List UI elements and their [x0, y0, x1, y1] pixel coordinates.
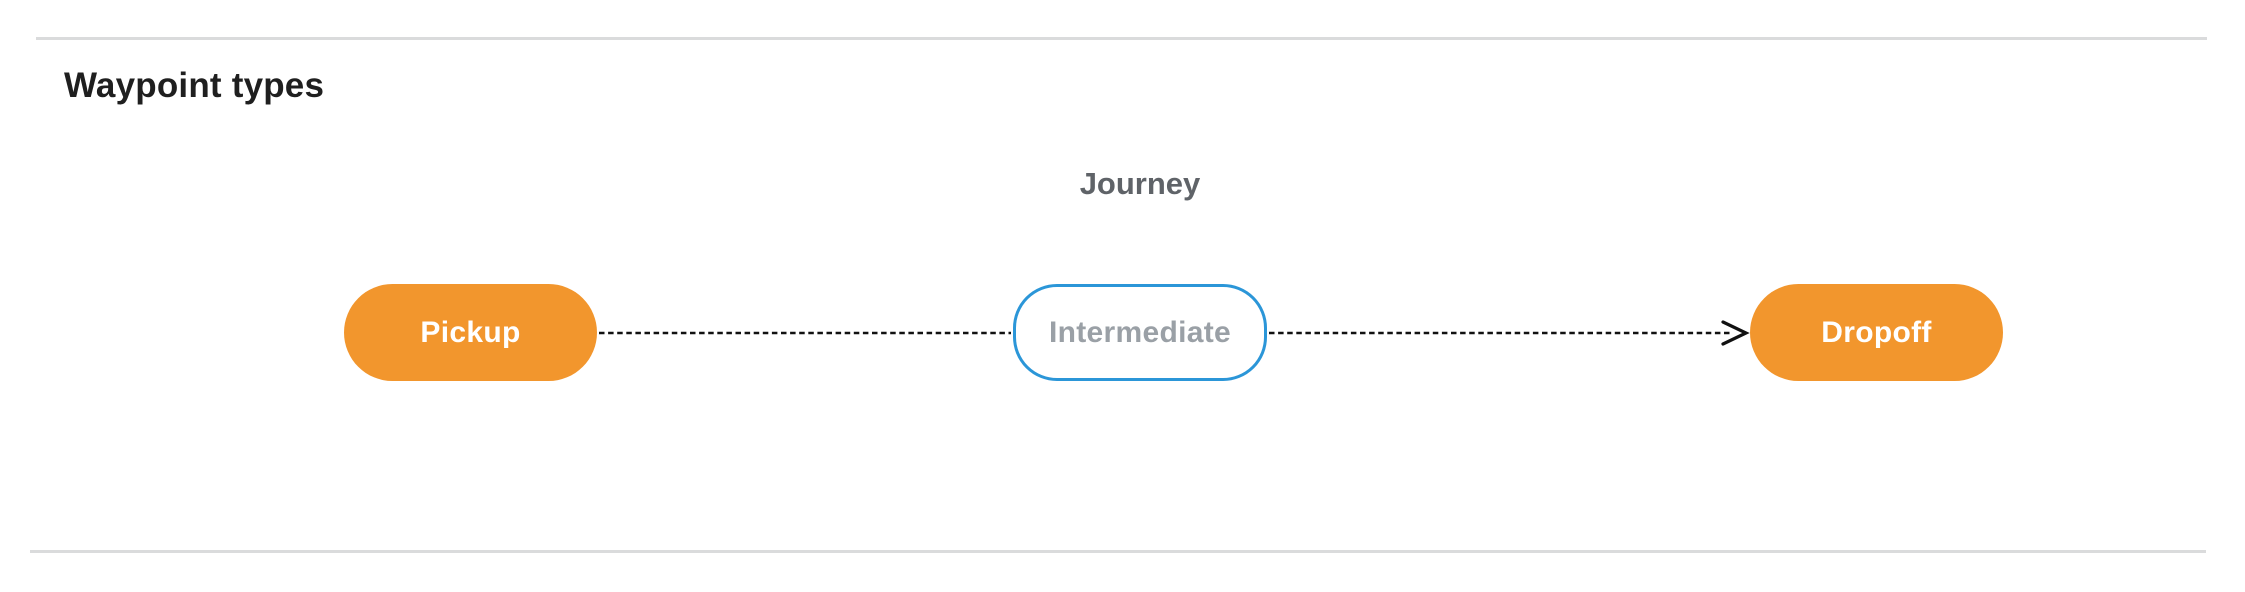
arrowhead-icon: [1721, 320, 1750, 346]
top-divider: [36, 37, 2207, 40]
node-intermediate: Intermediate: [1013, 284, 1267, 381]
node-dropoff: Dropoff: [1750, 284, 2003, 381]
node-intermediate-label: Intermediate: [1049, 315, 1231, 349]
page-title: Waypoint types: [64, 66, 325, 105]
journey-label: Journey: [1079, 166, 1201, 201]
bottom-divider: [30, 550, 2206, 553]
node-pickup: Pickup: [344, 284, 597, 381]
node-pickup-label: Pickup: [420, 315, 521, 349]
node-dropoff-label: Dropoff: [1821, 315, 1932, 349]
